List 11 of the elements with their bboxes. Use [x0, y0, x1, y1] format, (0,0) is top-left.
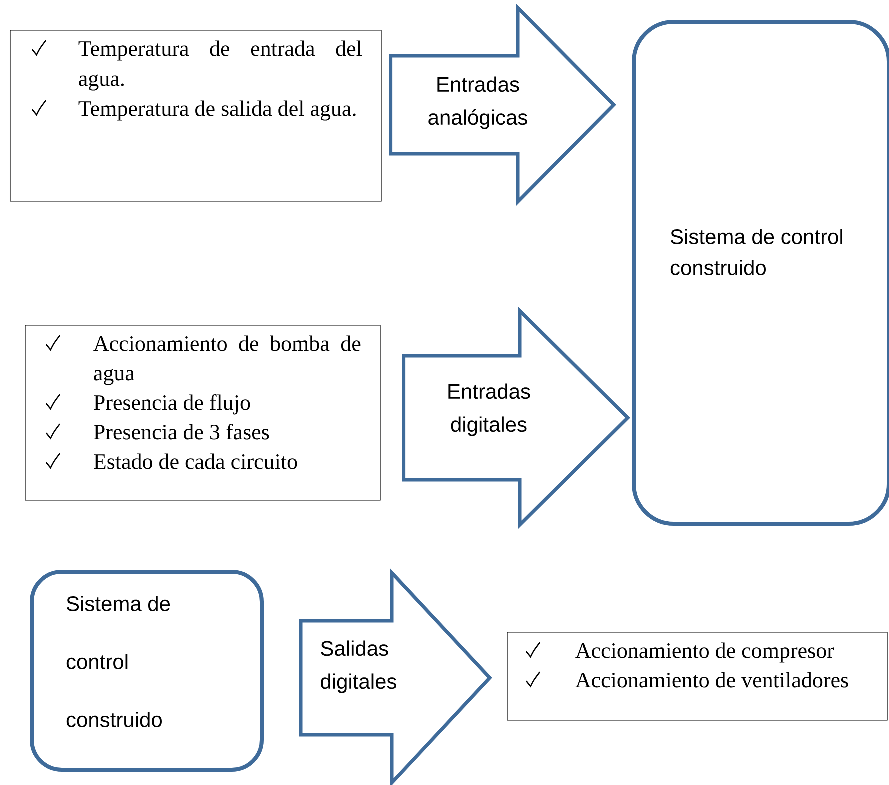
list-box: Accionamiento de bomba de agua Presencia de flujo Presencia de 3 fases Estado de cada circuito: [25, 325, 381, 501]
edge-label: Entradas analógicas: [420, 74, 536, 132]
edge-label: Entradas digitales: [431, 382, 547, 438]
block-arrow: [402, 306, 630, 530]
block-arrow: [299, 568, 492, 785]
rounded-box: Sistema de control construido: [30, 570, 264, 772]
edge-label: Salidas digitales: [318, 638, 412, 696]
block-arrow: [389, 4, 616, 206]
rounded-box: Sistema de control construido: [632, 20, 889, 526]
list-box: Temperatura de entrada del agua. Temperatura de salida del agua.: [10, 30, 382, 202]
list-box: Accionamiento de compresor Accionamiento de ventiladores: [507, 632, 888, 721]
